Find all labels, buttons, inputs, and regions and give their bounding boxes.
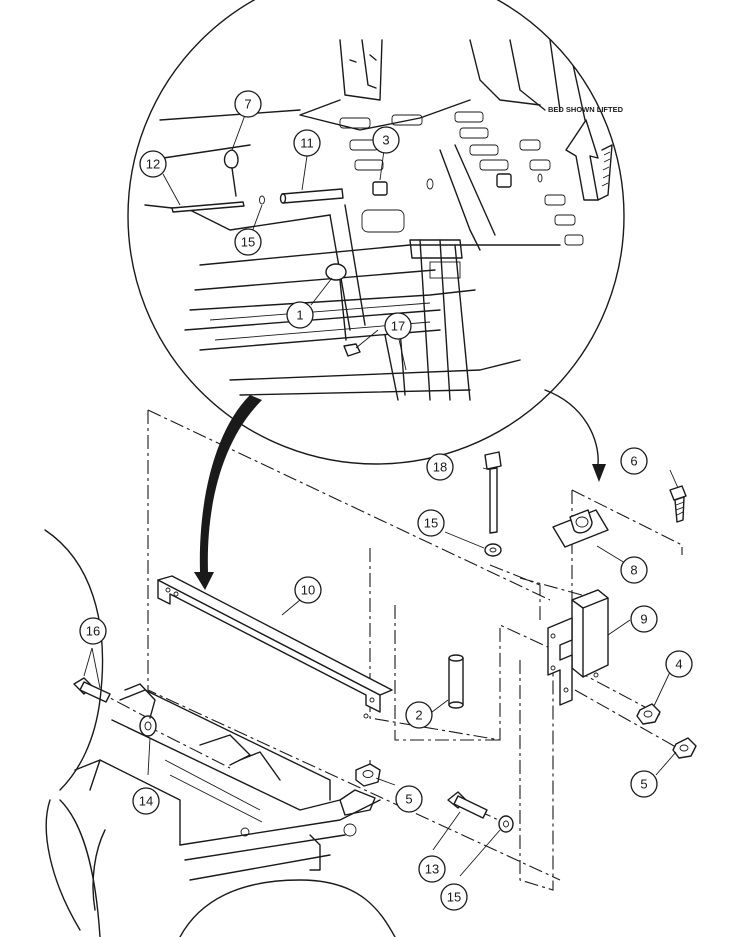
- part-2-spacer: [448, 654, 464, 709]
- svg-text:6: 6: [630, 454, 637, 469]
- part-9-block-bracket: [547, 589, 609, 706]
- callout-3: 3: [372, 126, 400, 154]
- part-14-washer: [139, 715, 157, 737]
- part-6-bolt: [669, 485, 687, 523]
- callout-1: 1: [286, 301, 314, 329]
- callout-10: 10: [294, 576, 322, 604]
- part-3-bushing: [372, 173, 543, 196]
- svg-text:15: 15: [447, 890, 461, 905]
- callout-5-right: 5: [630, 770, 658, 798]
- callout-16: 16: [79, 617, 107, 645]
- part-15-washer-top: [484, 543, 502, 557]
- svg-text:15: 15: [424, 516, 438, 531]
- callout-13: 13: [418, 855, 446, 883]
- vehicle-frame: [44, 529, 396, 937]
- callout-14: 14: [132, 787, 160, 815]
- svg-text:17: 17: [391, 319, 405, 334]
- svg-text:9: 9: [640, 612, 647, 627]
- part-10-long-bracket: [157, 575, 393, 719]
- callout-17: 17: [384, 312, 412, 340]
- callout-9: 9: [630, 605, 658, 633]
- callout-6: 6: [620, 447, 648, 475]
- transfer-arrows: [194, 389, 606, 590]
- part-12-pin: [171, 201, 245, 213]
- leader-lines: [83, 467, 679, 877]
- svg-text:18: 18: [433, 460, 447, 475]
- callout-2: 2: [405, 701, 433, 729]
- callout-11: 11: [293, 129, 321, 157]
- part-15-washer-lower: [498, 815, 514, 833]
- callout-7: 7: [234, 90, 262, 118]
- svg-text:2: 2: [415, 708, 422, 723]
- part-7-hitch-pin: [223, 149, 239, 197]
- detail-view-circle: BED SHOWN LIFTED: [127, 0, 625, 465]
- part-4-nut: [636, 703, 661, 725]
- svg-text:15: 15: [241, 235, 255, 250]
- part-1-knob: [325, 263, 347, 341]
- svg-text:8: 8: [630, 563, 637, 578]
- callout-15-detail: 15: [234, 228, 262, 256]
- svg-text:12: 12: [146, 157, 160, 172]
- part-8-clamp: [552, 509, 609, 548]
- svg-text:14: 14: [139, 794, 153, 809]
- svg-text:13: 13: [425, 862, 439, 877]
- svg-text:5: 5: [640, 777, 647, 792]
- callout-5-lower: 5: [395, 785, 423, 813]
- callout-15-lower: 15: [440, 883, 468, 911]
- svg-text:4: 4: [675, 657, 682, 672]
- svg-text:5: 5: [405, 792, 412, 807]
- callout-8: 8: [620, 556, 648, 584]
- callout-4: 4: [665, 650, 693, 678]
- part-5-nut-lower: [355, 763, 381, 787]
- part-11-rod: [279, 188, 344, 204]
- part-18-long-bolt: [484, 451, 502, 534]
- svg-text:7: 7: [244, 97, 251, 112]
- part-13-bolt: [447, 791, 488, 819]
- svg-text:1: 1: [296, 308, 303, 323]
- part-16-bolt: [73, 677, 111, 703]
- part-5-nut-right: [672, 737, 697, 759]
- svg-text:16: 16: [86, 624, 100, 639]
- svg-text:11: 11: [300, 136, 314, 151]
- bed-shown-lifted-note: BED SHOWN LIFTED: [548, 105, 624, 114]
- svg-text:3: 3: [382, 133, 389, 148]
- floor-slots: [339, 111, 584, 246]
- svg-text:10: 10: [301, 583, 315, 598]
- part-17-nut: [343, 343, 361, 357]
- callout-15-top: 15: [417, 509, 445, 537]
- callout-12: 12: [139, 150, 167, 178]
- callout-18: 18: [426, 453, 454, 481]
